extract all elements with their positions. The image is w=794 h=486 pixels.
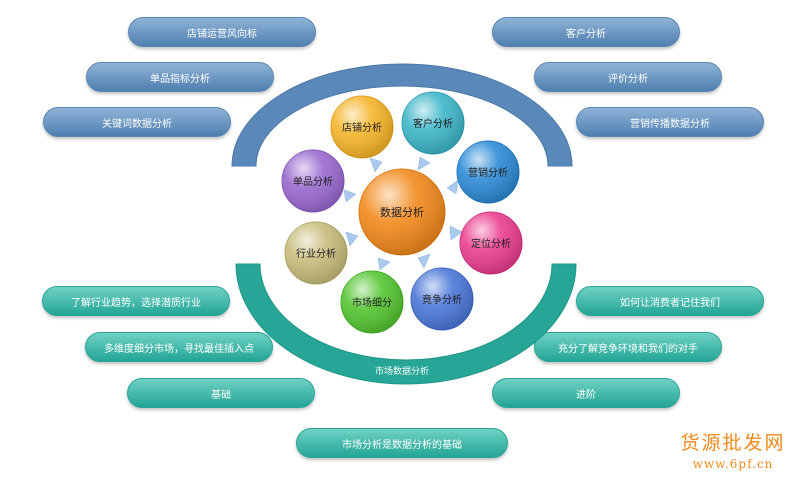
node-store: 店铺分析 bbox=[330, 95, 394, 159]
pill-marketing-comm: 营销传播数据分析 bbox=[576, 107, 764, 137]
node-item-label: 单品分析 bbox=[293, 175, 333, 188]
pill-competition: 充分了解竞争环境和我们的对手 bbox=[534, 332, 722, 362]
pill-market-segment: 多维度细分市场，寻找最佳插入点 bbox=[85, 332, 273, 362]
node-marketing-label: 营销分析 bbox=[468, 166, 508, 179]
node-industry-label: 行业分析 bbox=[296, 247, 336, 260]
node-competition: 竟争分析 bbox=[410, 267, 474, 331]
center-node-label: 数据分析 bbox=[380, 205, 424, 219]
pill-store-trend: 店铺运营风向标 bbox=[128, 17, 316, 47]
node-customer: 客户分析 bbox=[401, 91, 465, 155]
node-item: 单品分析 bbox=[281, 149, 345, 213]
arrows bbox=[343, 156, 463, 271]
node-marketing: 营销分析 bbox=[456, 140, 520, 204]
node-positioning: 定位分析 bbox=[459, 211, 523, 275]
watermark: 货源批发网 www.6pf.cn bbox=[676, 428, 790, 471]
pill-item-metrics: 单品指标分析 bbox=[86, 62, 274, 92]
center-node: 数据分析 bbox=[358, 168, 446, 256]
node-segment: 市场细分 bbox=[340, 270, 404, 334]
arrow-competition bbox=[417, 253, 431, 269]
pill-market-is-basis: 市场分析是数据分析的基础 bbox=[296, 428, 508, 458]
bottom-arc bbox=[235, 263, 577, 385]
pill-basic: 基础 bbox=[127, 378, 315, 408]
pill-industry-trend: 了解行业趋势，选择潜质行业 bbox=[42, 286, 230, 316]
pill-advanced: 进阶 bbox=[492, 378, 680, 408]
arrow-marketing bbox=[446, 179, 459, 195]
node-segment-label: 市场细分 bbox=[352, 296, 392, 309]
node-store-label: 店铺分析 bbox=[342, 121, 382, 134]
watermark-title: 货源批发网 bbox=[680, 432, 786, 454]
top-arc bbox=[231, 63, 573, 167]
arrow-positioning bbox=[449, 225, 463, 241]
arrow-item bbox=[343, 189, 357, 203]
node-customer-label: 客户分析 bbox=[413, 117, 453, 130]
pill-keyword-analysis: 关键词数据分析 bbox=[43, 107, 231, 137]
node-industry: 行业分析 bbox=[284, 221, 348, 285]
node-positioning-label: 定位分析 bbox=[471, 237, 511, 250]
arrow-industry bbox=[345, 231, 359, 247]
arrow-segment bbox=[377, 257, 391, 271]
arrow-store bbox=[369, 157, 383, 173]
bottom-arc-label: 市场数据分析 bbox=[375, 365, 429, 377]
arrow-customer bbox=[417, 156, 431, 171]
top-arc-label: 运营数据分析 bbox=[375, 47, 429, 59]
pill-customer-analysis: 客户分析 bbox=[492, 17, 680, 47]
node-competition-label: 竟争分析 bbox=[422, 293, 462, 306]
pill-remember-us: 如何让消费者记住我们 bbox=[576, 286, 764, 316]
pill-review-analysis: 评价分析 bbox=[534, 62, 722, 92]
watermark-url: www.6pf.cn bbox=[692, 457, 774, 471]
